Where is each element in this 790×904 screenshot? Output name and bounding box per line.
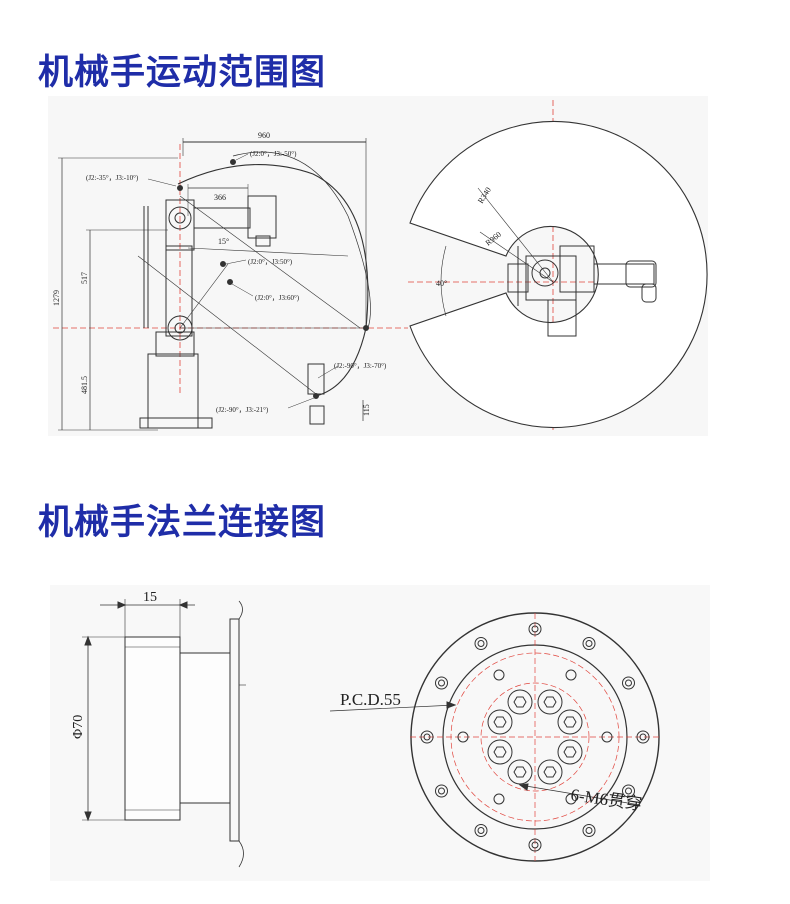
pose-label: (J2:0°，J3:50°) [248, 258, 293, 266]
dead-zone-angle-label: 40° [436, 279, 447, 288]
pose-label: (J2:-90°，J3:-21°) [216, 406, 269, 414]
flange-diagram: 15 Φ70 [50, 585, 710, 881]
flange-diameter-label: Φ70 [71, 715, 86, 739]
forearm-angle-label: 15° [218, 237, 229, 246]
total-height-dimension: 1279 [52, 290, 61, 306]
pose-label: (J2:-90°，J3:-70°) [334, 362, 387, 370]
flange-side-view [82, 599, 246, 868]
shoulder-height-dimension: 517 [80, 272, 89, 284]
motion-range-diagram: 960 366 15° 1279 517 481.5 115 (J2:-35°，… [48, 96, 708, 436]
reach-dimension: 960 [258, 131, 270, 140]
motion-range-title: 机械手运动范围图 [38, 53, 327, 93]
side-view [53, 138, 408, 431]
tool-height-dimension: 115 [362, 404, 371, 416]
flange-connection-title: 机械手法兰连接图 [38, 503, 327, 543]
outer-bolt-holes [420, 622, 650, 852]
flange-front-view [329, 612, 660, 862]
hex-socket-bolts [487, 689, 583, 785]
flange-thickness-label: 15 [143, 590, 157, 605]
pose-label: (J2:-35°，J3:-10°) [86, 174, 139, 182]
pose-label: (J2:0°，J3:-50°) [250, 150, 297, 158]
m6-through-holes [457, 669, 613, 805]
top-view [408, 100, 708, 432]
upper-arm-dimension: 366 [214, 193, 226, 202]
base-height-dimension: 481.5 [80, 376, 89, 394]
pose-label: (J2:0°，J3:60°) [255, 294, 300, 302]
pcd-label: P.C.D.55 [340, 690, 401, 709]
